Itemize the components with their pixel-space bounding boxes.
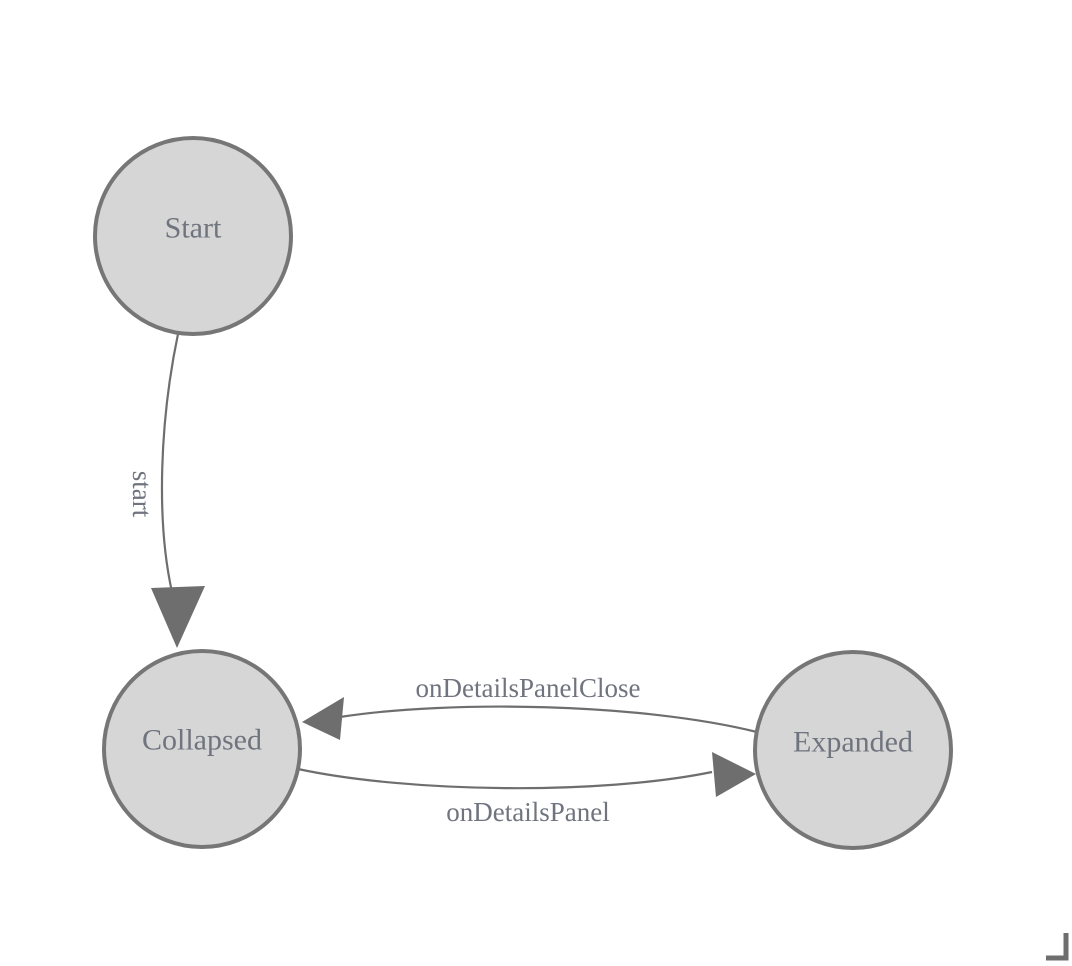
node-expanded-label: Expanded — [793, 726, 913, 759]
edge-expanded-to-collapsed-arrowhead — [302, 697, 344, 740]
edge-start-to-collapsed-path — [160, 333, 180, 593]
node-start-label: Start — [165, 212, 222, 245]
edge-label-start: start — [127, 471, 157, 518]
node-expanded-circle[interactable] — [753, 650, 953, 850]
node-start-circle[interactable] — [93, 136, 293, 336]
edge-start-to-collapsed-arrowhead — [151, 586, 205, 648]
edge-expanded-to-collapsed[interactable]: onDetailsPanelClose — [302, 673, 758, 740]
edge-collapsed-to-expanded-arrowhead — [712, 752, 756, 797]
edge-start-to-collapsed[interactable]: start — [127, 333, 205, 648]
node-start[interactable]: Start — [93, 136, 293, 336]
node-expanded[interactable]: Expanded — [753, 650, 953, 850]
edge-label-on-details-panel: onDetailsPanel — [446, 797, 609, 827]
edge-collapsed-to-expanded[interactable]: onDetailsPanel — [297, 752, 756, 827]
edge-collapsed-to-expanded-path — [297, 767, 713, 790]
edge-label-on-details-panel-close: onDetailsPanelClose — [416, 673, 641, 703]
node-collapsed-label: Collapsed — [142, 724, 262, 757]
edge-expanded-to-collapsed-path — [339, 705, 758, 734]
node-collapsed[interactable]: Collapsed — [102, 649, 302, 849]
resize-corner-bracket-icon[interactable] — [1046, 933, 1069, 961]
node-collapsed-circle[interactable] — [102, 649, 302, 849]
